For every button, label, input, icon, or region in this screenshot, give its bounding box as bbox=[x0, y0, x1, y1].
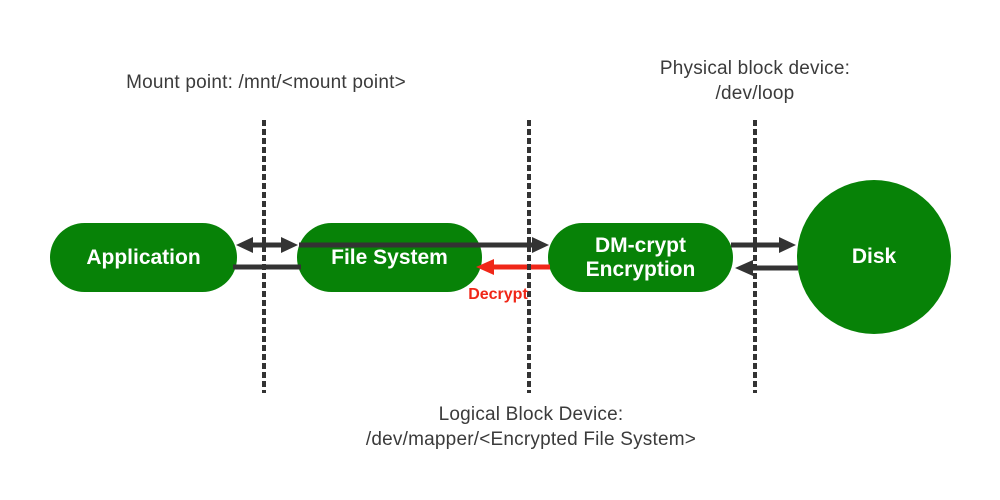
physical-block-caption-line2: /dev/loop bbox=[715, 83, 795, 104]
mount-point-caption-text: Mount point: /mnt/<mount point> bbox=[126, 72, 406, 93]
node-disk-label: Disk bbox=[851, 245, 897, 268]
node-disk: Disk bbox=[797, 180, 951, 334]
arrow-application-filesystem-bidirectional bbox=[236, 237, 298, 253]
logical-block-caption-line1: Logical Block Device: bbox=[438, 404, 624, 425]
node-application-label: Application bbox=[86, 245, 201, 269]
arrow-dmcrypt-disk bbox=[731, 237, 796, 253]
node-file-system: File System bbox=[297, 223, 482, 292]
node-dm-crypt-encryption: DM-crypt Encryption bbox=[548, 223, 733, 292]
node-application: Application bbox=[50, 223, 237, 292]
node-file-system-label: File System bbox=[331, 245, 448, 269]
physical-block-caption: Physical block device: /dev/loop bbox=[605, 56, 905, 106]
arrow-dmcrypt-filesystem-decrypt bbox=[476, 259, 550, 275]
logical-block-caption: Logical Block Device: /dev/mapper/<Encry… bbox=[331, 402, 731, 452]
logical-block-caption-line2: /dev/mapper/<Encrypted File System> bbox=[365, 429, 697, 450]
decrypt-label: Decrypt bbox=[468, 286, 528, 303]
node-dm-crypt-label-line1: DM-crypt bbox=[594, 233, 686, 257]
mount-point-caption: Mount point: /mnt/<mount point> bbox=[66, 70, 466, 95]
arrow-disk-dmcrypt bbox=[735, 260, 798, 276]
node-dm-crypt-label-line2: Encryption bbox=[585, 257, 696, 281]
physical-block-caption-line1: Physical block device: bbox=[659, 58, 851, 79]
